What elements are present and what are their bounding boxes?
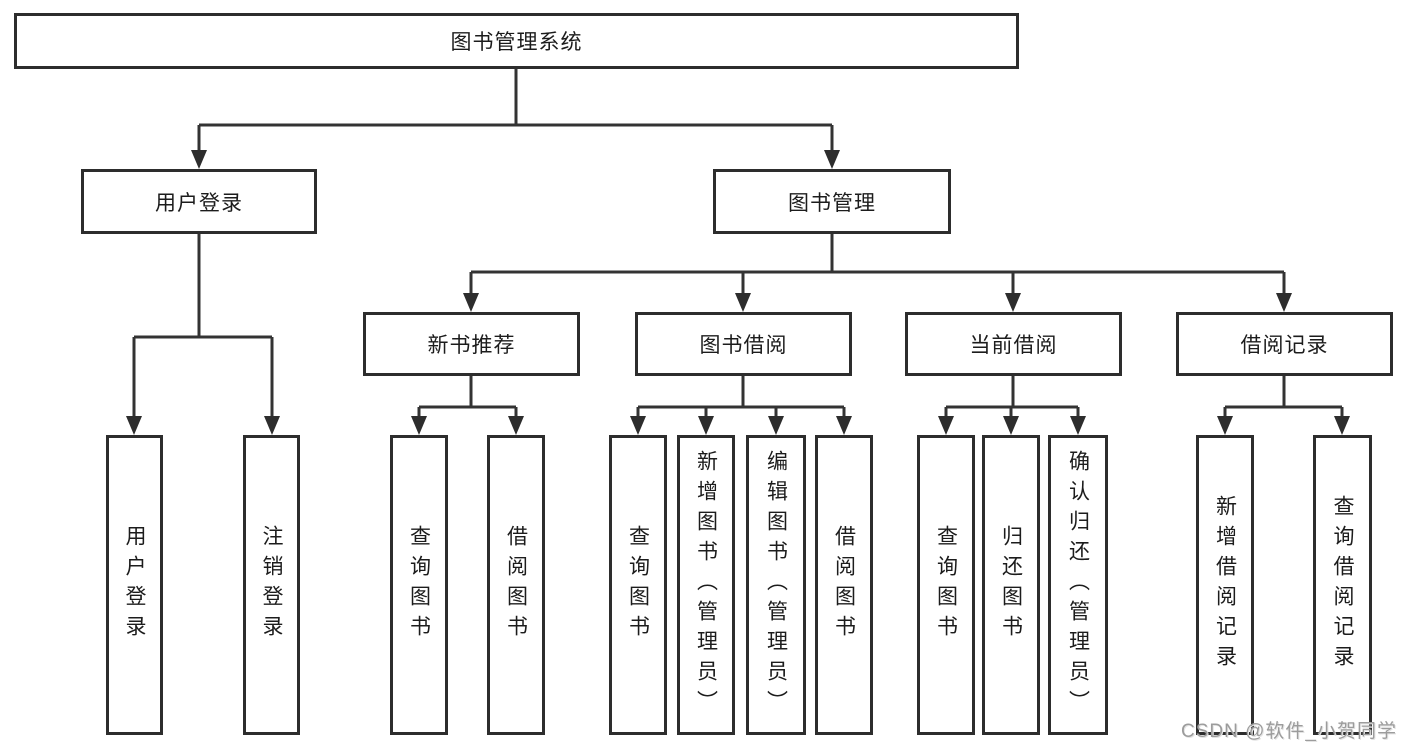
node-book-borrow-label: 图书借阅: [699, 334, 788, 357]
leaf-logout-label: 注销登录: [260, 525, 283, 645]
leaf-query-books-current: 查询图书: [917, 435, 975, 735]
leaf-add-book-admin-label: 新增图书（管理员）: [694, 450, 718, 720]
leaf-edit-book-admin-label: 编辑图书（管理员）: [764, 450, 788, 720]
leaf-return-book-label: 归还图书: [999, 525, 1023, 645]
node-user-login-label: 用户登录: [155, 191, 243, 215]
leaf-query-books-borrow-label: 查询图书: [626, 525, 650, 645]
node-current-borrow: 当前借阅: [905, 312, 1122, 376]
node-root-label: 图书管理系统: [450, 31, 583, 54]
leaf-borrow-books-recommend-label: 借阅图书: [504, 525, 528, 645]
leaf-confirm-return-admin: 确认归还（管理员）: [1048, 435, 1108, 735]
arrowheads: [126, 150, 1350, 435]
leaf-query-books-borrow: 查询图书: [609, 435, 667, 735]
node-new-book-recommend-label: 新书推荐: [427, 334, 516, 357]
leaf-borrow-books-label: 借阅图书: [832, 525, 856, 645]
node-user-login: 用户登录: [81, 169, 317, 234]
leaf-query-borrow-record: 查询借阅记录: [1313, 435, 1372, 735]
node-new-book-recommend: 新书推荐: [363, 312, 580, 376]
csdn-watermark: CSDN @软件_小贺同学: [1181, 721, 1397, 742]
node-book-management-label: 图书管理: [788, 191, 876, 215]
node-book-management: 图书管理: [713, 169, 951, 234]
leaf-return-book: 归还图书: [982, 435, 1040, 735]
node-borrow-records: 借阅记录: [1176, 312, 1393, 376]
node-current-borrow-label: 当前借阅: [969, 334, 1058, 357]
leaf-edit-book-admin: 编辑图书（管理员）: [746, 435, 806, 735]
leaf-add-borrow-record-label: 新增借阅记录: [1213, 495, 1237, 675]
node-root: 图书管理系统: [14, 13, 1019, 69]
leaf-borrow-books-recommend: 借阅图书: [487, 435, 545, 735]
node-book-borrow: 图书借阅: [635, 312, 852, 376]
leaf-add-book-admin: 新增图书（管理员）: [677, 435, 735, 735]
leaf-logout: 注销登录: [243, 435, 300, 735]
leaf-borrow-books: 借阅图书: [815, 435, 873, 735]
leaf-add-borrow-record: 新增借阅记录: [1196, 435, 1254, 735]
leaf-query-books-recommend-label: 查询图书: [407, 525, 431, 645]
leaf-query-books-recommend: 查询图书: [390, 435, 448, 735]
leaf-query-borrow-record-label: 查询借阅记录: [1331, 495, 1354, 675]
leaf-user-login: 用户登录: [106, 435, 163, 735]
leaf-query-books-current-label: 查询图书: [934, 525, 958, 645]
leaf-user-login-label: 用户登录: [123, 525, 146, 645]
node-borrow-records-label: 借阅记录: [1240, 334, 1329, 357]
leaf-confirm-return-admin-label: 确认归还（管理员）: [1066, 450, 1090, 720]
